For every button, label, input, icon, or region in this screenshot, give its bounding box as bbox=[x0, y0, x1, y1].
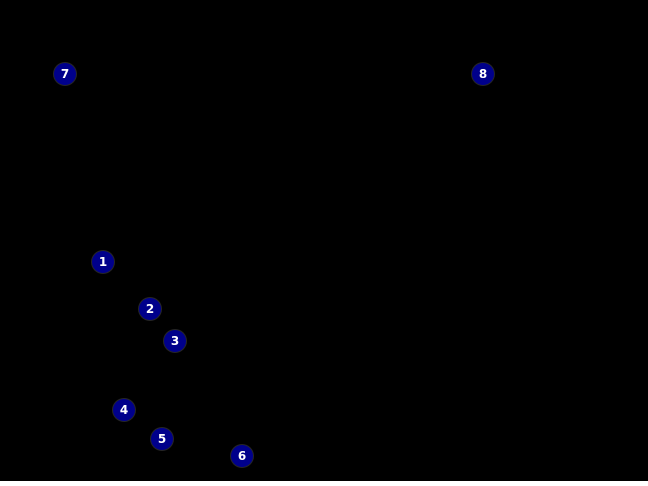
marker-number-label: 5 bbox=[157, 432, 167, 446]
marker-number-label: 7 bbox=[60, 67, 70, 81]
marker-number-label: 4 bbox=[119, 403, 129, 417]
marker-number-label: 1 bbox=[98, 255, 108, 269]
numbered-marker-4[interactable]: 4 bbox=[113, 399, 135, 421]
marker-number-label: 6 bbox=[237, 449, 247, 463]
numbered-marker-6[interactable]: 6 bbox=[231, 445, 253, 467]
numbered-marker-5[interactable]: 5 bbox=[151, 428, 173, 450]
numbered-marker-7[interactable]: 7 bbox=[54, 63, 76, 85]
numbered-marker-1[interactable]: 1 bbox=[92, 251, 114, 273]
marker-number-label: 8 bbox=[478, 67, 488, 81]
numbered-marker-2[interactable]: 2 bbox=[139, 298, 161, 320]
numbered-marker-3[interactable]: 3 bbox=[164, 330, 186, 352]
numbered-marker-8[interactable]: 8 bbox=[472, 63, 494, 85]
marker-number-label: 3 bbox=[170, 334, 180, 348]
bottom-edge-strip bbox=[0, 481, 648, 486]
marker-number-label: 2 bbox=[145, 302, 155, 316]
